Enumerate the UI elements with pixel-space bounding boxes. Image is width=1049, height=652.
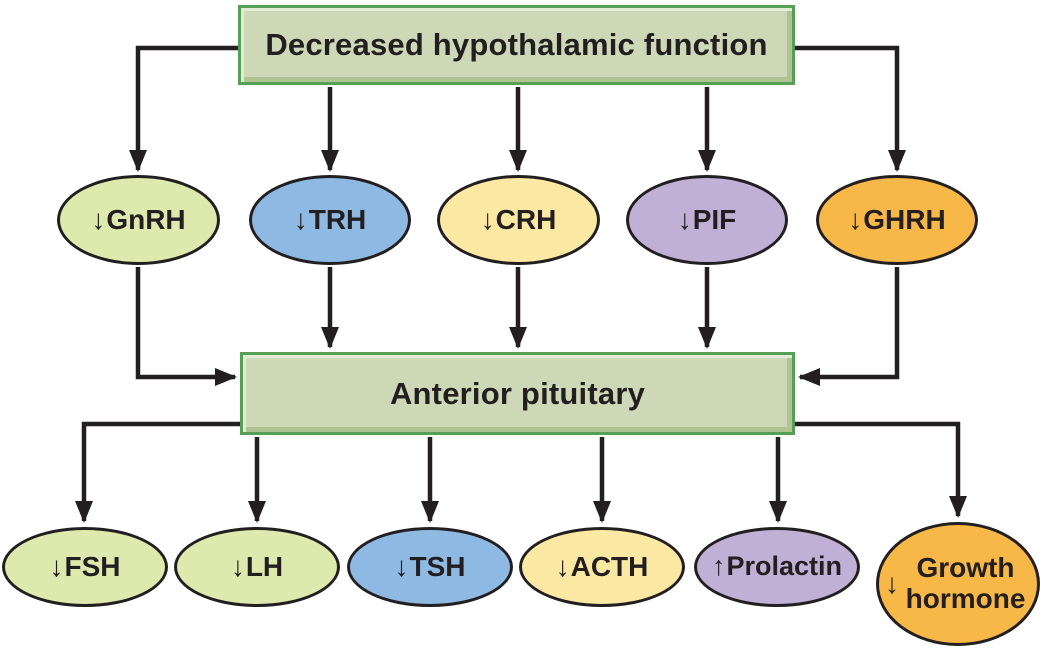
down-arrow-icon: ↓: [885, 567, 899, 599]
lh-label: LH: [245, 550, 284, 582]
down-arrow-icon: ↓: [49, 550, 64, 582]
trh-label: TRH: [308, 203, 367, 235]
hypothalamic-function-box: Decreased hypothalamic function: [238, 5, 795, 85]
down-arrow-icon: ↓: [91, 203, 106, 235]
prolactin-label: Prolactin: [726, 551, 843, 582]
arrow-pituitary-to-fsh: [75, 421, 240, 523]
gnrh-label: GnRH: [106, 203, 186, 235]
fsh-label: FSH: [64, 550, 121, 582]
pif-label: PIF: [692, 203, 737, 235]
hypothalamic-function-label: Decreased hypothalamic function: [265, 27, 768, 62]
down-arrow-icon: ↓: [677, 203, 692, 235]
tsh-ellipse: ↓TSH: [347, 527, 513, 607]
growth-hormone-ellipse: ↓Growth hormone: [876, 522, 1040, 646]
growth-hormone-label: Growth hormone: [905, 552, 1026, 614]
ghrh-label: GHRH: [863, 203, 946, 235]
pif-ellipse: ↓PIF: [626, 175, 788, 265]
gnrh-ellipse: ↓GnRH: [57, 175, 220, 265]
anterior-pituitary-label: Anterior pituitary: [389, 375, 646, 411]
down-arrow-icon: ↓: [480, 203, 495, 235]
trh-ellipse: ↓TRH: [249, 175, 411, 265]
down-arrow-icon: ↓: [555, 550, 570, 582]
acth-ellipse: ↓ACTH: [519, 527, 685, 607]
arrow-pituitary-to-growth-hormone: [795, 421, 967, 518]
prolactin-ellipse: ↑Prolactin: [694, 527, 860, 607]
arrow-gnrh-to-pituitary: [135, 267, 237, 386]
down-arrow-icon: ↓: [394, 550, 409, 582]
lh-ellipse: ↓LH: [174, 527, 340, 607]
arrow-hypothalamus-to-gnrh: [129, 45, 238, 172]
anterior-pituitary-box: Anterior pituitary: [240, 352, 795, 435]
arrow-hypothalamus-to-ghrh: [795, 45, 906, 172]
down-arrow-icon: ↓: [230, 550, 245, 582]
arrow-ghrh-to-pituitary: [798, 267, 900, 386]
down-arrow-icon: ↓: [848, 203, 863, 235]
tsh-label: TSH: [409, 550, 466, 582]
ghrh-ellipse: ↓GHRH: [816, 175, 978, 265]
down-arrow-icon: ↓: [293, 203, 308, 235]
fsh-ellipse: ↓FSH: [2, 527, 168, 607]
acth-label: ACTH: [570, 550, 649, 582]
crh-ellipse: ↓CRH: [437, 175, 600, 265]
up-arrow-icon: ↑: [711, 551, 726, 582]
crh-label: CRH: [495, 203, 557, 235]
